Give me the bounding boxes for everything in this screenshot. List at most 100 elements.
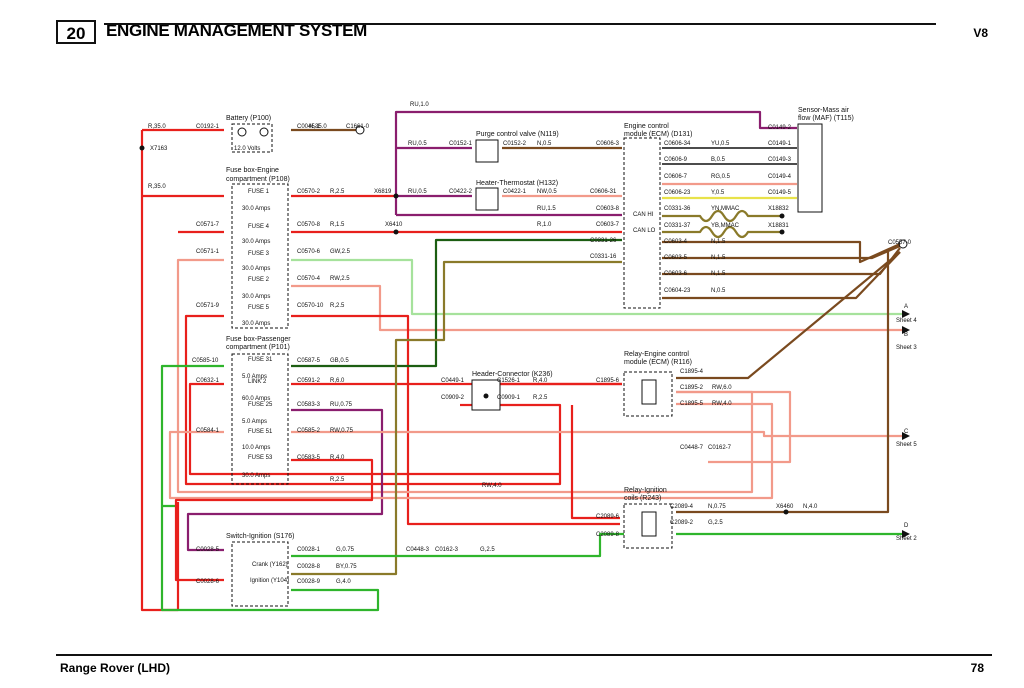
components [231, 123, 908, 607]
connector-label: NW,0.5 [537, 189, 557, 195]
connector-label: C0606-7 [664, 174, 688, 180]
junction-dot [393, 193, 399, 199]
connector-label: C0557-0 [888, 240, 912, 246]
connector-label: C2089-6 [596, 514, 620, 520]
can-lo-wire [662, 225, 782, 239]
relay-ecm-label: Relay-Engine control [624, 351, 689, 358]
page-title: ENGINE MANAGEMENT SYSTEM [106, 21, 368, 40]
sheet-arrows [902, 310, 910, 538]
connector-label: C0603-8 [596, 206, 620, 212]
connector-label: N,0.5 [537, 141, 552, 147]
fusebox-pass-label: Fuse box-Passenger [226, 336, 291, 343]
connector-label: C1895-4 [680, 369, 704, 375]
switch-ign-label: Switch-Ignition (S176) [226, 533, 294, 540]
connector-label: RU,1.5 [537, 206, 556, 212]
connector-label: C0331-26 [590, 238, 617, 244]
connector-label: RW,4.0 [712, 401, 732, 407]
connector-label: C0570-4 [297, 276, 321, 282]
connector-label: C0149-2 [768, 125, 792, 131]
connector-label: C0632-1 [196, 378, 220, 384]
connector-label: C0587-5 [297, 358, 321, 364]
connector-label: C0028-5 [196, 547, 220, 553]
fuse-amps: 30.0 Amps [242, 294, 270, 300]
arrow-a [902, 310, 910, 318]
wire-brown-c0603b [662, 244, 901, 260]
purge-valve [475, 139, 499, 163]
connector-label: C0604-23 [664, 288, 691, 294]
wire-olive-ecm [291, 260, 622, 576]
connector-label: C0603-5 [664, 255, 688, 261]
connector-label: C0149-4 [768, 174, 792, 180]
connector-label: C0422-2 [449, 189, 473, 195]
wire-brown-c0603 [662, 240, 901, 264]
sheet-letter: A [904, 304, 908, 310]
fuse-amps: 30.0 Amps [242, 321, 270, 327]
junction-dot [779, 213, 785, 219]
connector-label: C0584-1 [196, 428, 220, 434]
fuse-amps: 30.0 Amps [242, 239, 270, 245]
connector-label: C0422-1 [503, 189, 527, 195]
connector-label: R,2.5 [330, 477, 345, 483]
wire-pink-fuse51-out [291, 430, 902, 438]
connector-label: C0603-4 [664, 239, 688, 245]
connector-label: X18831 [768, 223, 789, 229]
wire-pink-fuse51 [168, 402, 774, 500]
fuse-name: FUSE 5 [248, 305, 270, 311]
sheet-ref: Sheet 2 [896, 536, 917, 542]
connector-label: C2089-4 [670, 504, 694, 510]
fuse-amps: 60.0 Amps [242, 396, 270, 402]
battery-ground-icon [355, 125, 365, 135]
wire-green-ign [291, 532, 624, 558]
fuse-name: FUSE 2 [248, 277, 270, 283]
connector-label: C0585-10 [192, 358, 219, 364]
connector-label: C0028-1 [297, 547, 321, 553]
relay-ignition-coil [641, 511, 657, 537]
arrow-b [902, 326, 910, 334]
engine-variant: V8 [973, 26, 988, 40]
connector-label: R,2.5 [330, 189, 345, 195]
wires [140, 110, 902, 612]
connector-label: C2089-8 [596, 532, 620, 538]
connector-label: C0570-2 [297, 189, 321, 195]
connector-label: RU,0.5 [408, 141, 427, 147]
ground-icon [898, 239, 908, 249]
connector-label: C0606-23 [664, 190, 691, 196]
connector-label: C1895-2 [680, 385, 704, 391]
wire-red-main [140, 130, 180, 612]
header-rule [104, 23, 936, 25]
diagram-text: Battery (P100) 12.0 Volts Fuse box-Engin… [226, 107, 917, 584]
relay-ecm [623, 371, 673, 417]
connector-label: C0603-6 [664, 271, 688, 277]
connector-label: X7163 [150, 146, 168, 152]
sheet-ref: Sheet 3 [896, 345, 917, 351]
wire-brown-relay-ecm [676, 251, 901, 380]
wire-red-relay-ign [570, 405, 620, 520]
connector-label: C0028-8 [297, 564, 321, 570]
thermostat [475, 187, 499, 211]
fuse-amps: 30.0 Amps [242, 206, 270, 212]
can-lo-label: CAN LO [633, 228, 656, 234]
wire-pink-relay2 [676, 390, 792, 464]
sheet-letter: D [904, 523, 909, 529]
connector-label: X6460 [776, 504, 794, 510]
fusebox-passenger [231, 353, 289, 485]
connector-label: GW,2.5 [330, 249, 351, 255]
connector-label: N,35.0 [309, 124, 327, 130]
connector-label: R,2.5 [330, 303, 345, 309]
fuse-name: FUSE 25 [248, 402, 273, 408]
maf-sensor [797, 123, 823, 213]
relay-ecm-coil [641, 379, 657, 405]
connector-label: RW,0.75 [330, 428, 354, 434]
connector-label: C1895-6 [596, 378, 620, 384]
fuse-name: FUSE 4 [248, 224, 270, 230]
purge-label: Purge control valve (N119) [476, 131, 559, 138]
junction-dot [139, 145, 145, 151]
page-number: 78 [970, 661, 984, 675]
connector-label: YU,0.5 [711, 141, 730, 147]
fusebox-engine [231, 183, 289, 329]
maf-label: Sensor-Mass air [798, 107, 850, 114]
fuse-amps: 5.0 Amps [242, 374, 267, 380]
wire-purple-maf [394, 110, 797, 215]
switch-ignition [231, 541, 289, 607]
